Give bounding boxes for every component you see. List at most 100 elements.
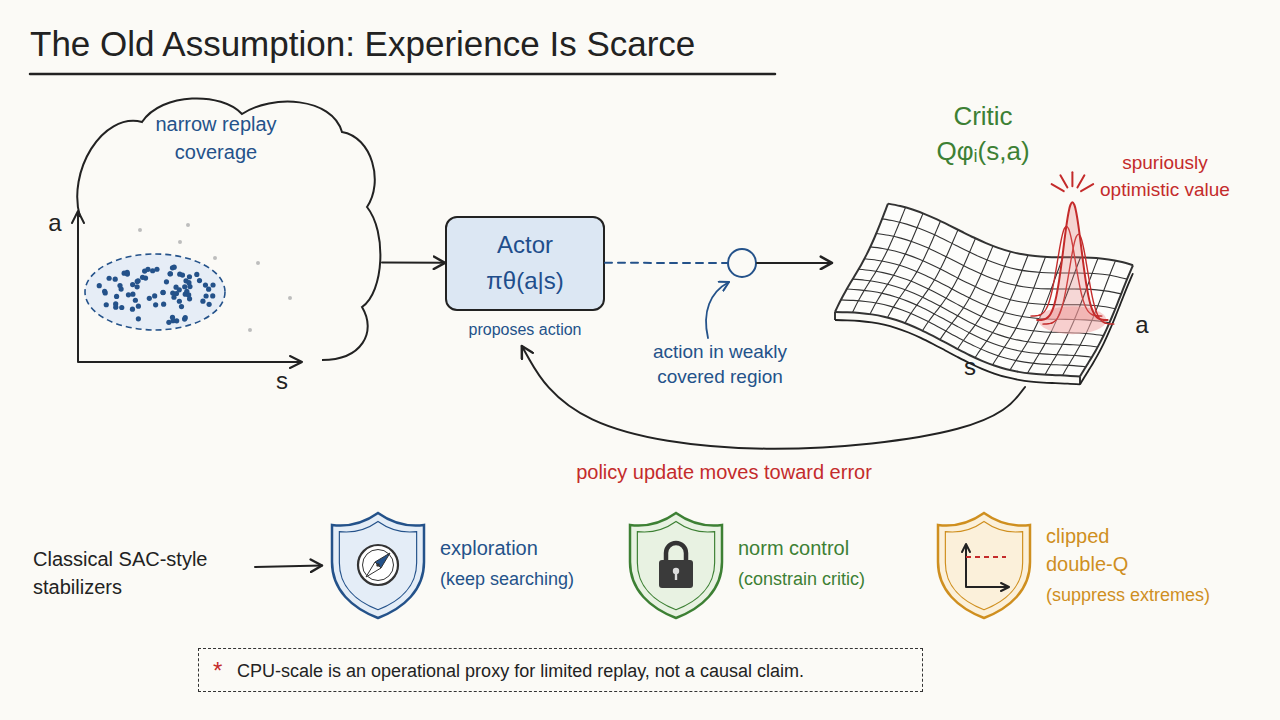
spike-line xyxy=(1036,202,1108,320)
spark-ray xyxy=(1060,175,1067,187)
compass-needle xyxy=(375,553,390,568)
sample-dot xyxy=(130,282,135,287)
shield-inner xyxy=(339,521,416,609)
grid-line xyxy=(923,238,976,330)
actor-box: Actorπθ(a|s)proposes action xyxy=(445,216,605,346)
sample-dot xyxy=(102,289,107,294)
shield-inner xyxy=(637,521,714,609)
sample-dot xyxy=(200,299,205,304)
shield-title: exploration xyxy=(440,536,538,561)
sample-dot xyxy=(147,296,152,301)
sample-dot xyxy=(140,275,145,280)
axis-label: s xyxy=(276,366,288,396)
grid-line xyxy=(841,300,1086,367)
compass-ring xyxy=(363,550,394,581)
clip-threshold xyxy=(966,556,1006,558)
sample-dot xyxy=(186,280,191,285)
sample-dot xyxy=(145,267,150,272)
spark-ray xyxy=(1052,184,1064,191)
sample-dot xyxy=(210,293,215,298)
lock-keyhole xyxy=(675,572,677,580)
shield-graphic xyxy=(936,510,1036,622)
dashed-link xyxy=(605,262,727,264)
sample-dot xyxy=(203,282,208,287)
sample-dot xyxy=(104,302,109,307)
footnote-star: * xyxy=(213,656,222,686)
replay-samples xyxy=(97,265,216,325)
sample-dot xyxy=(133,298,138,303)
sample-dot xyxy=(135,279,140,284)
shield-graphic xyxy=(330,510,430,622)
shield-inner xyxy=(945,521,1022,609)
diagram-title: The Old Assumption: Experience Is Scarce xyxy=(30,22,695,66)
sample-dot xyxy=(170,315,175,320)
sample-dot xyxy=(160,290,165,295)
sample-dot xyxy=(172,265,177,270)
sample-dot xyxy=(182,284,187,289)
sample-dot xyxy=(150,268,155,273)
sample-dot xyxy=(187,296,192,301)
point-caption: action in weakly covered region xyxy=(635,340,805,389)
coverage-region xyxy=(85,254,225,330)
axis-label: a xyxy=(1135,310,1148,340)
sample-dot xyxy=(187,274,192,279)
sample-dot xyxy=(130,307,135,312)
sample-dot xyxy=(197,278,202,283)
axis-label: s xyxy=(964,352,976,382)
sample-dot xyxy=(203,293,208,298)
shield-graphic xyxy=(628,510,728,622)
sample-dot xyxy=(114,294,119,299)
sample-dot xyxy=(107,276,112,281)
stabilizer-heading: Classical SAC-style stabilizers xyxy=(30,545,255,600)
flow-arrow xyxy=(382,262,445,264)
stabilizer-shield: norm control(constrain critic) xyxy=(620,508,910,623)
sample-dot xyxy=(288,296,292,300)
lock-shackle xyxy=(666,543,686,562)
sample-dot xyxy=(206,287,211,292)
replay-cloud: narrow replay coverage xyxy=(72,92,382,367)
grid-line xyxy=(888,221,941,317)
grid-line xyxy=(975,255,1028,358)
grid-line xyxy=(870,213,923,314)
sample-dot xyxy=(138,228,142,232)
action-circle xyxy=(728,249,756,277)
sample-dot xyxy=(161,290,166,295)
axis-line xyxy=(72,211,302,368)
spark-ray xyxy=(1081,184,1093,191)
critic-title: Critic xyxy=(953,100,1012,133)
sample-dot xyxy=(166,320,171,325)
action-point: action in weakly covered region xyxy=(727,248,757,278)
cloud-label: narrow replay coverage xyxy=(131,110,301,166)
point-graphic xyxy=(727,248,757,278)
shield-outline xyxy=(938,513,1030,618)
footnote-box: *CPU-scale is an operational proxy for l… xyxy=(198,648,923,692)
sample-dot xyxy=(186,223,190,227)
sample-dot xyxy=(184,289,189,294)
shield-outline xyxy=(332,513,424,618)
surface-grid xyxy=(835,204,1133,377)
shield-note: (keep searching) xyxy=(440,568,574,591)
sample-dot xyxy=(113,277,118,282)
sample-dot xyxy=(119,286,124,291)
actor-box-outline xyxy=(445,216,605,311)
sample-dot xyxy=(256,261,260,265)
grid-line xyxy=(905,230,958,323)
sample-dot xyxy=(136,316,141,321)
sample-dot xyxy=(173,285,178,290)
sample-dot xyxy=(130,292,135,297)
sample-dot xyxy=(174,291,179,296)
sample-dot xyxy=(113,301,118,306)
sample-dot xyxy=(153,302,158,307)
shield-outline xyxy=(630,513,722,618)
box-title: Actor xyxy=(497,230,553,260)
critic-surface: CriticQφᵢ(s,a) xyxy=(832,95,1162,387)
stabilizer-shield: clipped double-Q(suppress extremes) xyxy=(928,508,1258,623)
shield-note: (constrain critic) xyxy=(738,568,865,591)
sample-dot xyxy=(97,283,102,288)
chart-axes xyxy=(962,544,1009,591)
sample-dot xyxy=(207,302,212,307)
stabilizer-shield: exploration (keep searching) xyxy=(322,508,602,623)
sample-dot xyxy=(210,282,215,287)
sample-dot xyxy=(248,328,252,332)
